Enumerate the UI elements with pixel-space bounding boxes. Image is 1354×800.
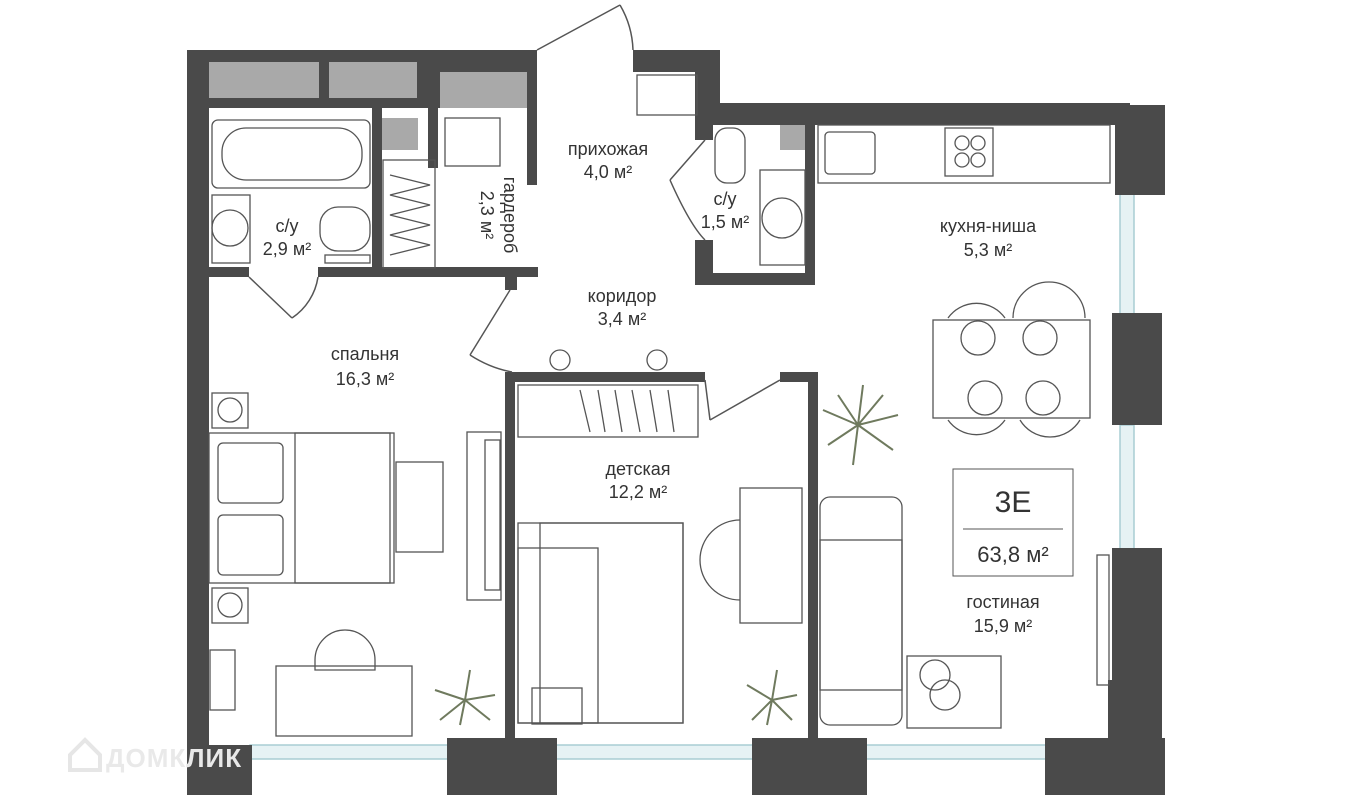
bathroom-big-area: 2,9 м² bbox=[263, 239, 311, 259]
watermark-text: ДОМКЛИК bbox=[106, 743, 242, 773]
apartment-badge: 3Е 63,8 м² bbox=[952, 468, 1074, 577]
hallway-name: прихожая bbox=[568, 139, 648, 159]
corridor-area: 3,4 м² bbox=[598, 309, 646, 329]
bedroom-name: спальня bbox=[331, 344, 399, 364]
apartment-code: 3Е bbox=[995, 486, 1032, 519]
corridor-name: коридор bbox=[588, 286, 657, 306]
wardrobe-name: гардероб bbox=[500, 177, 520, 254]
bedroom-area: 16,3 м² bbox=[336, 369, 394, 389]
wardrobe-area: 2,3 м² bbox=[477, 191, 497, 239]
bathroom-small-area: 1,5 м² bbox=[701, 212, 749, 232]
living-room-area: 15,9 м² bbox=[974, 616, 1032, 636]
kids-room-name: детская bbox=[606, 459, 671, 479]
plants bbox=[434, 384, 899, 726]
kitchen-area: 5,3 м² bbox=[964, 240, 1012, 260]
doors bbox=[248, 4, 781, 421]
room-labels: прихожая 4,0 м² с/у 1,5 м² с/у 2,9 м² га… bbox=[263, 139, 1040, 636]
bathroom-small-name: с/у bbox=[713, 189, 736, 209]
kitchen-name: кухня-ниша bbox=[940, 216, 1037, 236]
living-room-name: гостиная bbox=[966, 592, 1039, 612]
apartment-total-area: 63,8 м² bbox=[977, 542, 1048, 567]
kids-room-area: 12,2 м² bbox=[609, 482, 667, 502]
house-logo-icon bbox=[68, 737, 102, 772]
bathroom-big-name: с/у bbox=[275, 216, 298, 236]
watermark: ДОМКЛИК bbox=[68, 737, 242, 773]
furniture bbox=[208, 74, 1111, 737]
top-windows bbox=[209, 62, 805, 150]
walls bbox=[187, 50, 1165, 795]
hallway-area: 4,0 м² bbox=[584, 162, 632, 182]
